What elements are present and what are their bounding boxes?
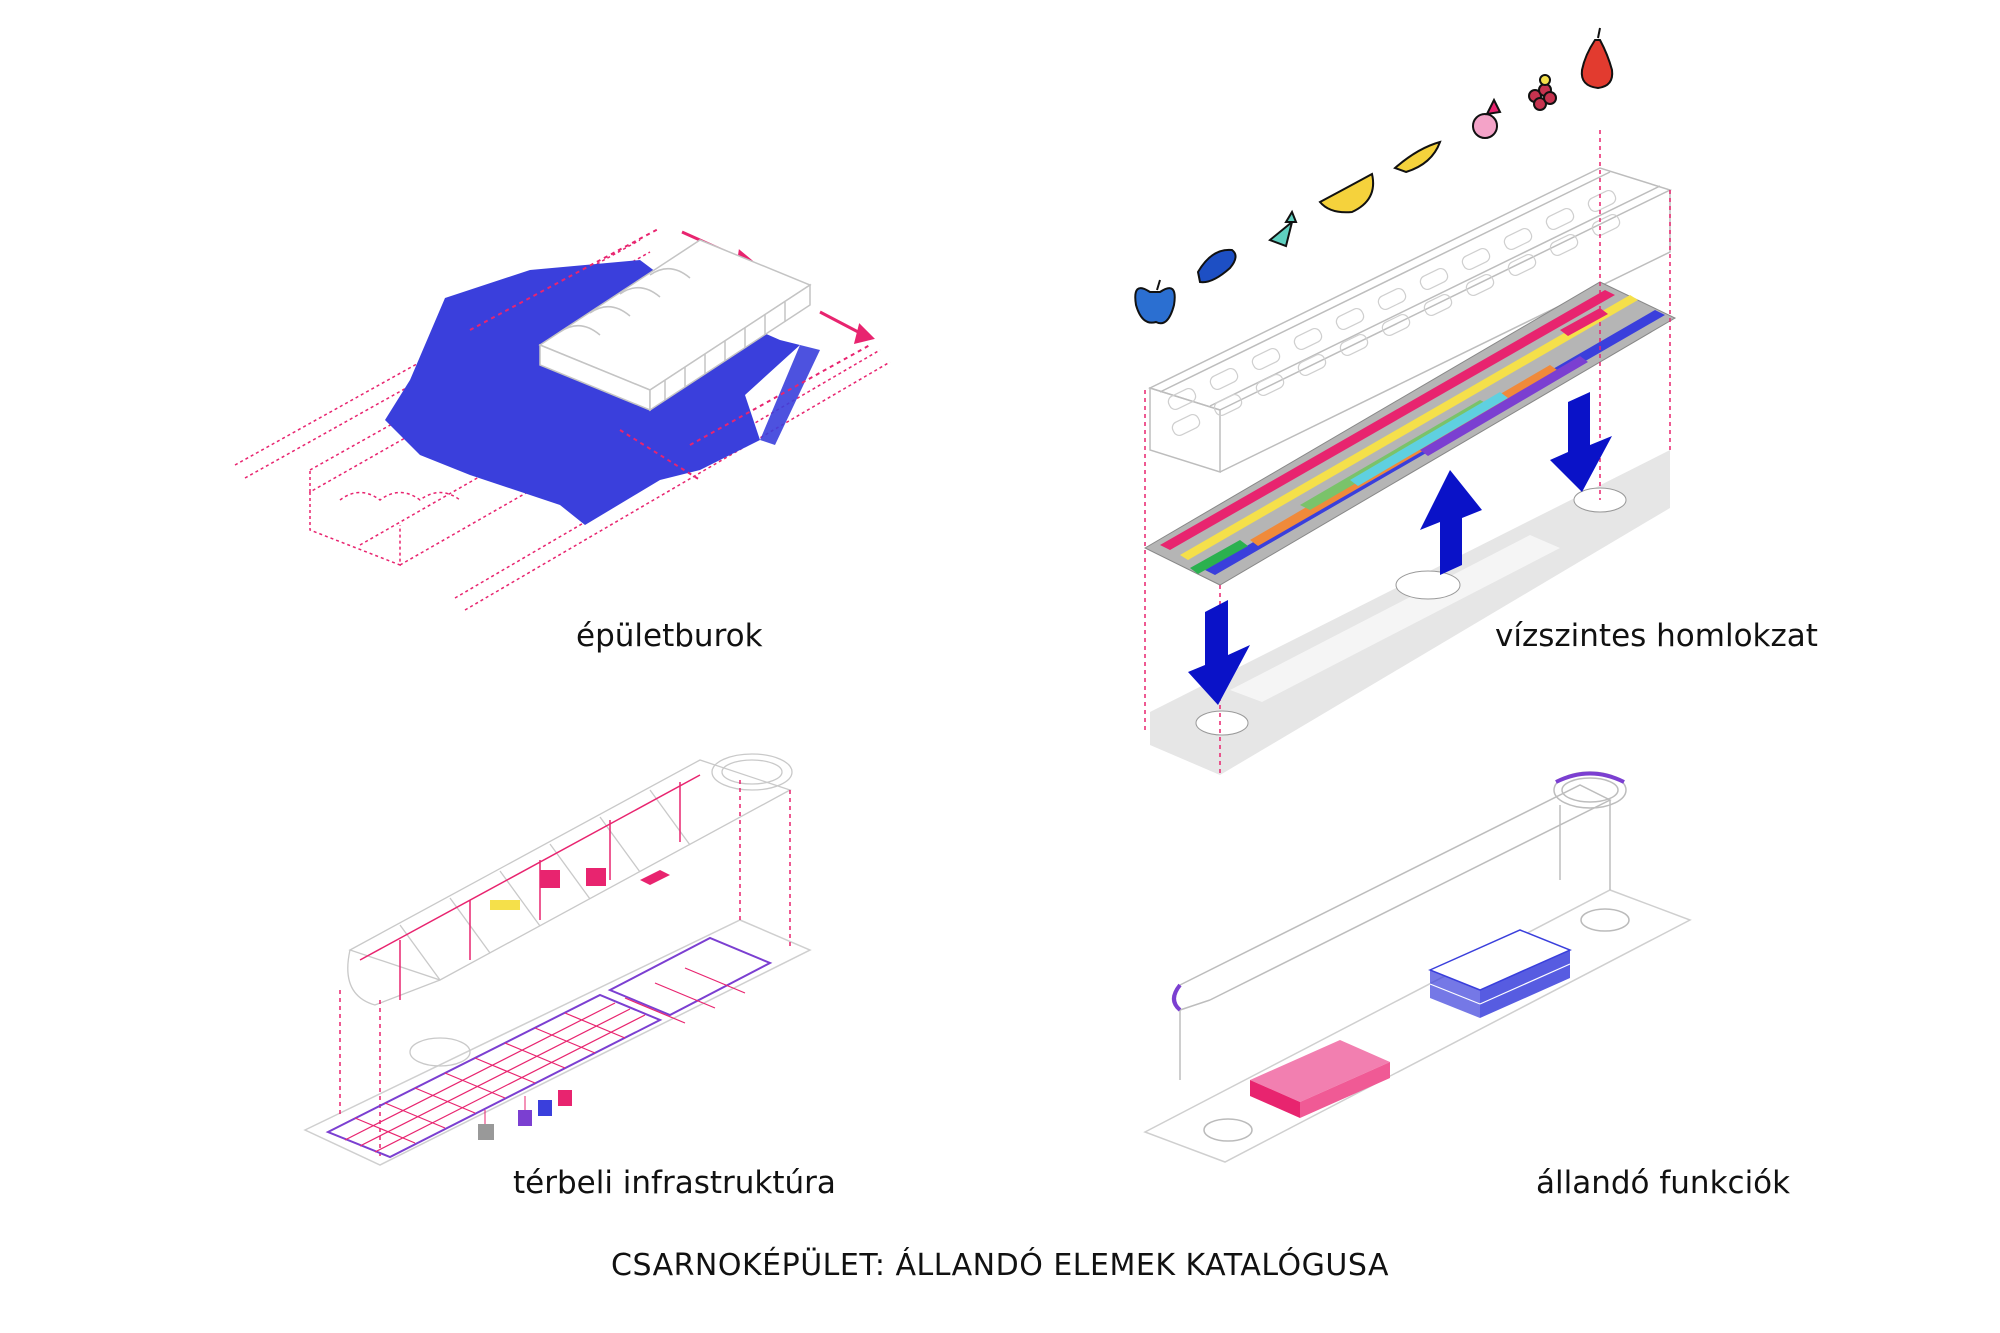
panel-functions: [1143, 771, 1692, 1163]
label-infrastructure: térbeli infrastruktúra: [513, 1165, 836, 1201]
figure-caption: CSARNOKÉPÜLET: ÁLLANDÓ ELEMEK KATALÓGUSA: [611, 1248, 1389, 1283]
panel-infrastructure: [303, 753, 812, 1166]
grapes-icon: [1528, 74, 1557, 111]
label-facade: vízszintes homlokzat: [1495, 618, 1818, 654]
functions-hole-b: [1580, 908, 1630, 932]
functions-roof-edge: [1172, 983, 1182, 1012]
panel-facade: [1134, 27, 1677, 775]
panel-envelope: [234, 227, 891, 611]
label-functions: állandó funkciók: [1536, 1165, 1791, 1201]
envelope-pink-structure: [469, 227, 871, 481]
envelope-roof: [538, 239, 812, 412]
infra-pink-frame: [359, 774, 701, 1000]
facade-arrows: [1188, 392, 1612, 705]
cucumber-icon: [1196, 248, 1237, 284]
functions-pink-block: [1250, 1040, 1390, 1118]
infra-guides: [339, 780, 791, 1160]
label-envelope: épületburok: [576, 618, 763, 654]
facade-guides: [1144, 130, 1671, 775]
infra-grid: [325, 936, 773, 1159]
facade-base-plate: [1150, 450, 1670, 775]
peas-icon: [1393, 140, 1442, 174]
functions-hole-a: [1203, 1118, 1253, 1142]
facade-perforations: [1167, 189, 1621, 437]
functions-blue-block: [1428, 929, 1572, 1018]
pear-icon: [1580, 27, 1614, 90]
functions-ring-edge: [1555, 771, 1625, 784]
lemon-icon: [1318, 172, 1374, 214]
apple-icon: [1134, 279, 1176, 325]
infra-grid-lines: [344, 967, 746, 1153]
carrot-icon: [1268, 209, 1298, 248]
food-icons: [1134, 27, 1614, 325]
facade-colored-plate: [1143, 281, 1677, 586]
infra-base: [303, 919, 812, 1166]
radish-icon: [1472, 97, 1502, 139]
infra-devices: [478, 868, 670, 1140]
